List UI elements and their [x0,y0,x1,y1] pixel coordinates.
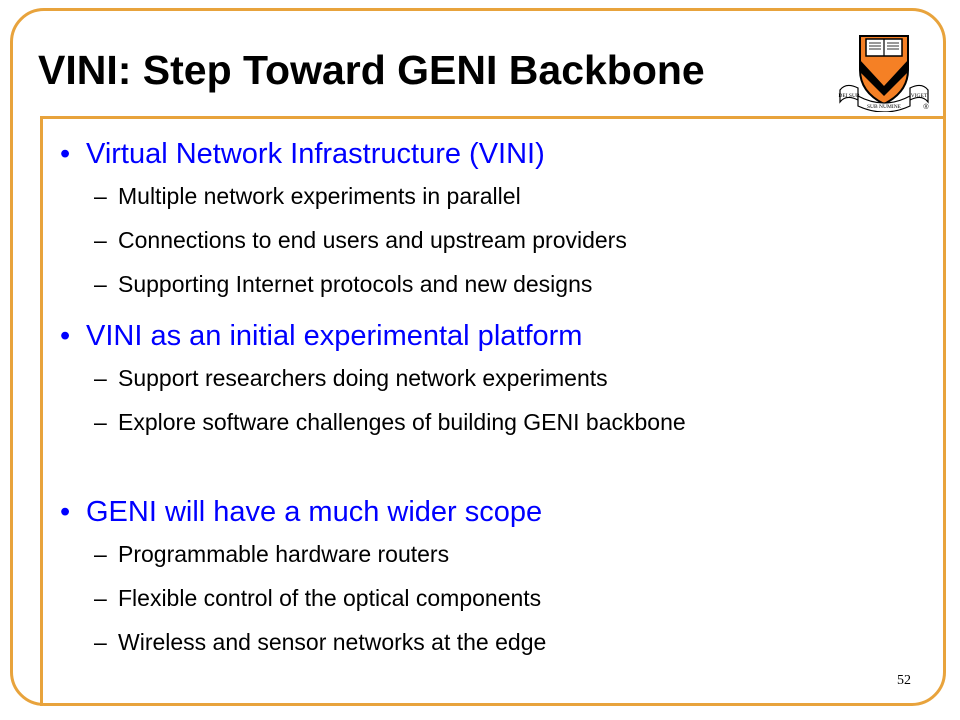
bullet-icon: • [60,320,71,352]
title-divider [40,116,946,119]
dash-icon: – [94,227,107,253]
registered-mark: ® [923,103,929,111]
dash-icon: – [94,541,107,567]
dash-icon: – [94,183,107,209]
bullet-heading-text: GENI will have a much wider scope [86,496,543,528]
sub-item-text: Multiple network experiments in parallel [118,183,521,209]
sub-item: –Multiple network experiments in paralle… [60,174,920,218]
dash-icon: – [94,629,107,655]
section-geni-scope: • GENI will have a much wider scope –Pro… [60,492,920,664]
slide-title: VINI: Step Toward GENI Backbone [38,47,705,93]
sub-item-text: Connections to end users and upstream pr… [118,227,627,253]
bullet-heading-text: Virtual Network Infrastructure (VINI) [86,138,545,170]
section-platform: • VINI as an initial experimental platfo… [60,316,920,444]
sub-item: –Supporting Internet protocols and new d… [60,262,920,306]
bullet-heading: • Virtual Network Infrastructure (VINI) [60,134,920,174]
logo-ribbon-center: SUB NUMINE [867,104,902,110]
page-number: 52 [897,673,911,688]
bullet-icon: • [60,496,71,528]
left-divider [40,116,43,706]
slide-frame [10,8,946,706]
bullet-heading: • GENI will have a much wider scope [60,492,920,532]
sub-item-text: Supporting Internet protocols and new de… [118,271,593,297]
section-vini: • Virtual Network Infrastructure (VINI) … [60,134,920,306]
dash-icon: – [94,585,107,611]
bullet-heading-text: VINI as an initial experimental platform [86,320,583,352]
sub-item: –Programmable hardware routers [60,532,920,576]
bullet-heading: • VINI as an initial experimental platfo… [60,316,920,356]
sub-item: –Support researchers doing network exper… [60,356,920,400]
sub-item-text: Programmable hardware routers [118,541,450,567]
logo-ribbon-left: DEI SUB [838,93,860,99]
slide-body: • Virtual Network Infrastructure (VINI) … [60,130,920,664]
dash-icon: – [94,271,107,297]
sub-item-text: Flexible control of the optical componen… [118,585,542,611]
sub-item-text: Wireless and sensor networks at the edge [118,629,547,655]
sub-item-text: Support researchers doing network experi… [118,365,608,391]
sub-item: –Connections to end users and upstream p… [60,218,920,262]
logo-ribbon-right: VIGET [911,93,928,99]
sub-item: –Flexible control of the optical compone… [60,576,920,620]
princeton-shield-logo: DEI SUB SUB NUMINE VIGET ® [838,35,929,112]
dash-icon: – [94,365,107,391]
sub-item-text: Explore software challenges of building … [118,409,686,435]
bullet-icon: • [60,138,71,170]
dash-icon: – [94,409,107,435]
sub-item: –Explore software challenges of building… [60,400,920,444]
sub-item: –Wireless and sensor networks at the edg… [60,620,920,664]
